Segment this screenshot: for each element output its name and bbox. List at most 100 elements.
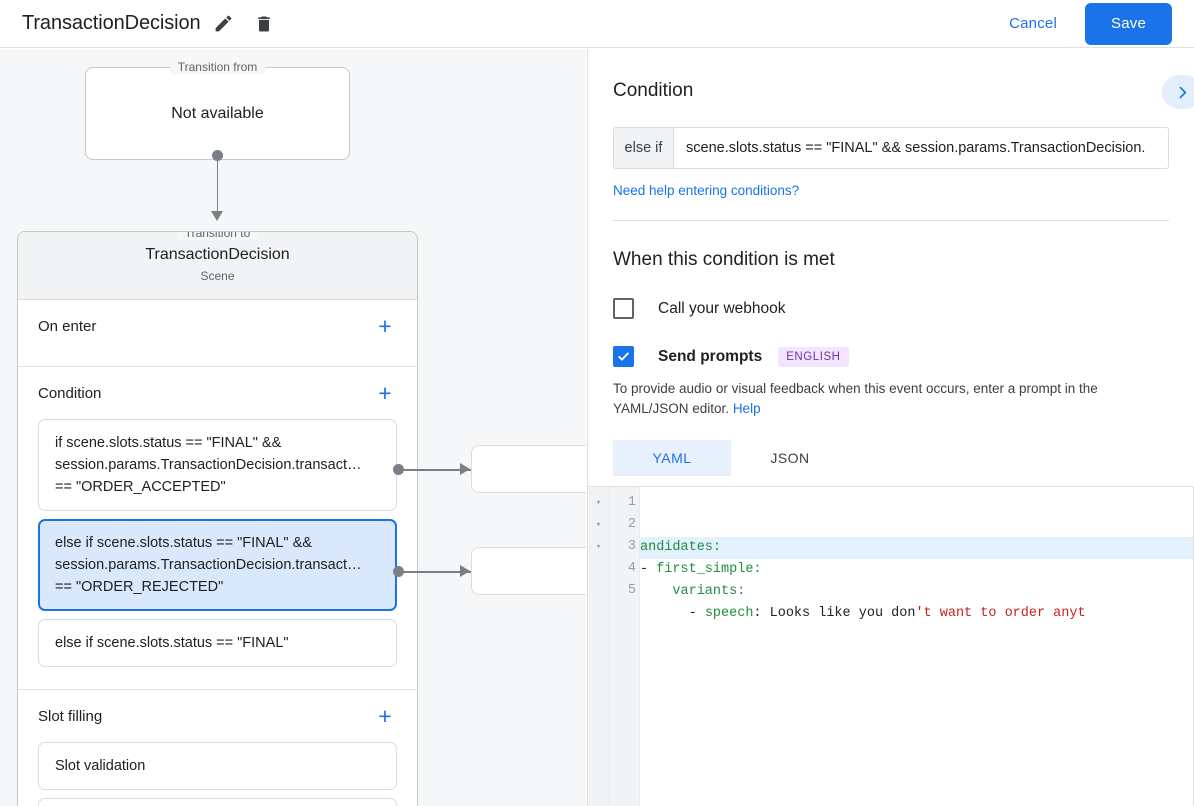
transition-to-scene-card[interactable]: Transition to TransactionDecision Scene … <box>17 231 418 806</box>
add-on-enter-button[interactable]: + <box>378 312 392 339</box>
editor-fold-gutter[interactable]: ▾ ▾ ▾ <box>588 487 610 806</box>
connector-dot-condition-2 <box>393 566 404 577</box>
condition-chip-line: if scene.slots.status == "FINAL" && <box>55 435 282 451</box>
fold-marker[interactable]: ▾ <box>595 542 602 552</box>
transition-target-box-2[interactable] <box>471 547 586 595</box>
section-on-enter: On enter + <box>18 300 417 367</box>
section-label-slot-filling: Slot filling <box>38 707 103 725</box>
code-token: variants: <box>672 584 746 599</box>
code-line: andidates: <box>640 537 1194 559</box>
edit-pencil-button[interactable] <box>207 7 241 41</box>
condition-expression-input[interactable] <box>673 127 1169 169</box>
transition-from-value: Not available <box>171 104 264 122</box>
section-label-condition: Condition <box>38 384 102 402</box>
transition-to-legend: Transition to <box>176 232 259 240</box>
code-token: speech <box>704 606 754 621</box>
line-number: 5 <box>627 583 636 598</box>
add-slot-filling-button[interactable]: + <box>378 702 392 729</box>
pencil-icon <box>215 15 232 32</box>
call-webhook-label: Call your webhook <box>658 299 786 317</box>
call-webhook-row[interactable]: Call your webhook <box>613 298 1169 319</box>
code-token: 't want to order anyt <box>915 606 1086 621</box>
code-token: : Looks like you don <box>753 606 916 621</box>
section-header: Condition + <box>38 367 397 419</box>
slot-validation-label: Slot validation <box>55 758 146 774</box>
send-prompts-row[interactable]: Send prompts ENGLISH <box>613 346 1169 367</box>
condition-chip-order-rejected[interactable]: else if scene.slots.status == "FINAL" &&… <box>38 519 397 611</box>
code-line: - speech: Looks like you don't want to o… <box>640 603 1194 625</box>
connector-arrow-down <box>211 211 223 221</box>
cancel-button[interactable]: Cancel <box>993 6 1073 41</box>
when-condition-met-title: When this condition is met <box>613 249 835 270</box>
code-line: - first_simple: <box>640 559 1194 581</box>
code-token: - <box>640 606 705 621</box>
panel-title: Condition <box>613 80 694 101</box>
section-slot-filling: Slot filling + Slot validation <box>18 690 417 806</box>
fold-marker <box>588 580 609 602</box>
check-icon <box>618 352 629 361</box>
code-token: - <box>640 562 657 577</box>
editor-code-area[interactable]: andidates:- first_simple: variants: - sp… <box>640 487 1194 806</box>
send-prompts-description: To provide audio or visual feedback when… <box>613 379 1169 419</box>
tab-yaml[interactable]: YAML <box>613 440 731 476</box>
slot-filling-chip-partial[interactable] <box>38 798 397 806</box>
language-badge: ENGLISH <box>778 346 849 367</box>
send-prompts-checkbox[interactable] <box>613 346 634 367</box>
transition-from-node[interactable]: Transition from Not available <box>85 60 350 160</box>
connector-line-vertical <box>216 155 219 215</box>
condition-chip-line: else if scene.slots.status == "FINAL" <box>55 635 289 651</box>
scene-card-subtitle: Scene <box>200 269 235 283</box>
line-number: 3 <box>627 539 636 554</box>
panel-divider <box>613 220 1169 221</box>
fold-marker[interactable]: ▾ <box>595 498 602 508</box>
line-number: 2 <box>627 517 636 532</box>
trash-icon <box>257 16 270 31</box>
fold-marker <box>588 558 609 580</box>
section-header: On enter + <box>38 300 397 352</box>
save-button[interactable]: Save <box>1085 2 1172 45</box>
tab-json[interactable]: JSON <box>770 450 810 466</box>
page-title: TransactionDecision <box>22 12 201 34</box>
connector-line-horizontal <box>400 571 472 573</box>
connector-line-horizontal <box>400 469 472 471</box>
collapse-panel-button[interactable] <box>1162 75 1194 109</box>
yaml-code-editor[interactable]: ▾ ▾ ▾ 1 2 3 4 5 andidates:- first_simple… <box>588 486 1194 806</box>
connector-arrow-right <box>460 565 470 577</box>
condition-chip-line: session.params.TransactionDecision.trans… <box>55 557 362 573</box>
connector-arrow-right <box>460 463 470 475</box>
condition-prefix-label: else if <box>613 127 673 169</box>
condition-chip-order-accepted[interactable]: if scene.slots.status == "FINAL" && sess… <box>38 419 397 511</box>
chevron-right-icon <box>1179 86 1186 98</box>
editor-line-number-gutter: 1 2 3 4 5 <box>610 487 640 806</box>
fold-marker[interactable]: ▾ <box>595 520 602 530</box>
delete-button[interactable] <box>247 7 281 41</box>
description-text: To provide audio or visual feedback when… <box>613 381 1098 416</box>
code-token: first_simple: <box>656 562 762 577</box>
line-number: 1 <box>627 495 636 510</box>
scene-graph-canvas[interactable]: Transition from Not available Transition… <box>0 49 586 806</box>
call-webhook-checkbox[interactable] <box>613 298 634 319</box>
condition-details-panel: Condition else if Need help entering con… <box>587 49 1194 806</box>
panel-condition-section: Condition else if Need help entering con… <box>588 49 1194 221</box>
condition-input-row: else if <box>613 127 1169 169</box>
add-condition-button[interactable]: + <box>378 379 392 406</box>
help-link[interactable]: Help <box>732 401 761 416</box>
editor-format-tabs: YAML JSON <box>613 440 1169 476</box>
send-prompts-label: Send prompts <box>658 347 763 365</box>
condition-chip-line: == "ORDER_ACCEPTED" <box>55 479 226 495</box>
condition-chip-final[interactable]: else if scene.slots.status == "FINAL" <box>38 619 397 667</box>
panel-when-met-section: When this condition is met Call your web… <box>588 221 1194 476</box>
transition-target-box-1[interactable] <box>471 445 586 493</box>
condition-chip-line: session.params.TransactionDecision.trans… <box>55 457 362 473</box>
transition-from-legend: Transition from <box>169 60 266 74</box>
scene-card-header: Transition to TransactionDecision Scene <box>18 232 417 300</box>
code-line: variants: <box>640 581 1194 603</box>
top-app-bar: TransactionDecision Cancel Save <box>0 0 1194 48</box>
slot-validation-chip[interactable]: Slot validation <box>38 742 397 790</box>
condition-chip-line: else if scene.slots.status == "FINAL" && <box>55 535 312 551</box>
section-header: Slot filling + <box>38 690 397 742</box>
condition-help-link[interactable]: Need help entering conditions? <box>613 183 800 198</box>
condition-chip-line: == "ORDER_REJECTED" <box>55 579 224 595</box>
connector-dot-condition-1 <box>393 464 404 475</box>
code-line <box>640 625 1194 647</box>
